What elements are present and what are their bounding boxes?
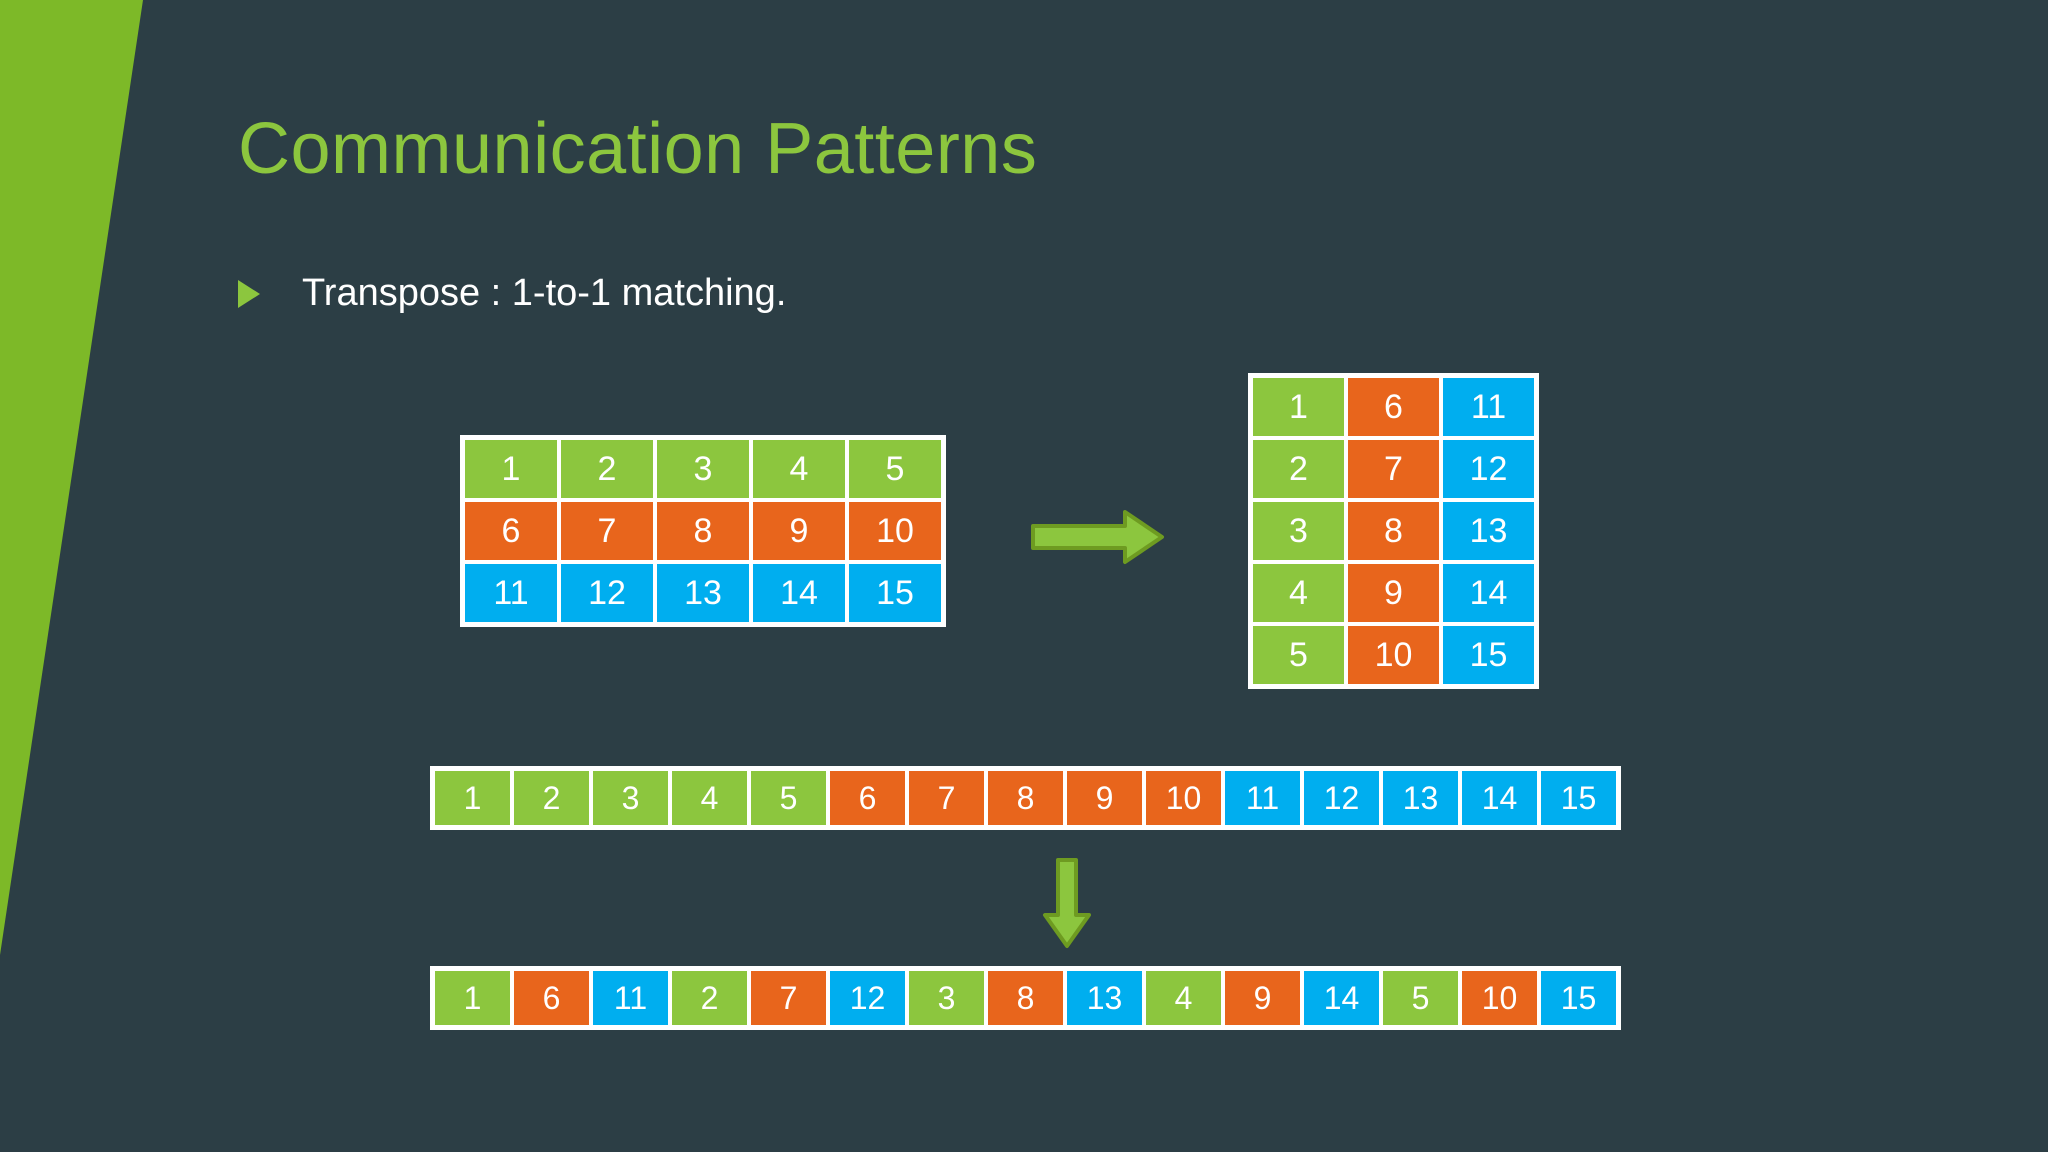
matrix-cell: 6 bbox=[1346, 376, 1441, 438]
strip-cell: 13 bbox=[1381, 769, 1460, 827]
strip-cell: 9 bbox=[1065, 769, 1144, 827]
matrix-cell: 10 bbox=[847, 500, 943, 562]
strip-cell: 12 bbox=[1302, 769, 1381, 827]
strip-cell: 14 bbox=[1302, 969, 1381, 1027]
matrix-cell: 9 bbox=[1346, 562, 1441, 624]
matrix-cell: 15 bbox=[1441, 624, 1536, 686]
matrix-cell: 14 bbox=[1441, 562, 1536, 624]
matrix-cell: 11 bbox=[463, 562, 559, 624]
strip-cell: 15 bbox=[1539, 969, 1618, 1027]
strip-cell: 12 bbox=[828, 969, 907, 1027]
strip-cell: 2 bbox=[512, 769, 591, 827]
matrix-cell: 8 bbox=[1346, 500, 1441, 562]
bullet-row: Transpose : 1-to-1 matching. bbox=[238, 272, 786, 315]
strip-cell: 3 bbox=[907, 969, 986, 1027]
strip-cell: 6 bbox=[512, 969, 591, 1027]
strip-cell: 10 bbox=[1144, 769, 1223, 827]
strip-cell: 7 bbox=[907, 769, 986, 827]
strip-cell: 15 bbox=[1539, 769, 1618, 827]
matrix-cell: 6 bbox=[463, 500, 559, 562]
strip-cell: 8 bbox=[986, 769, 1065, 827]
matrix-cell: 5 bbox=[1251, 624, 1346, 686]
strip-cell: 5 bbox=[749, 769, 828, 827]
strip-cell: 6 bbox=[828, 769, 907, 827]
matrix-cell: 4 bbox=[751, 438, 847, 500]
matrix-cell: 12 bbox=[1441, 438, 1536, 500]
strip-cell: 10 bbox=[1460, 969, 1539, 1027]
matrix-cell: 2 bbox=[1251, 438, 1346, 500]
strip-cell: 4 bbox=[1144, 969, 1223, 1027]
strip-cell: 13 bbox=[1065, 969, 1144, 1027]
matrix-cell: 10 bbox=[1346, 624, 1441, 686]
matrix-cell: 7 bbox=[1346, 438, 1441, 500]
matrix-cell: 3 bbox=[1251, 500, 1346, 562]
strip-cell: 9 bbox=[1223, 969, 1302, 1027]
matrix-cell: 7 bbox=[559, 500, 655, 562]
matrix-cell: 13 bbox=[1441, 500, 1536, 562]
matrix-cell: 13 bbox=[655, 562, 751, 624]
arrow-right-icon bbox=[1031, 510, 1164, 564]
matrix-cell: 2 bbox=[559, 438, 655, 500]
bullet-text: Transpose : 1-to-1 matching. bbox=[302, 272, 787, 314]
strip-cell: 4 bbox=[670, 769, 749, 827]
strip-cell: 3 bbox=[591, 769, 670, 827]
triangle-bullet-icon bbox=[238, 279, 260, 308]
matrix-cell: 12 bbox=[559, 562, 655, 624]
strip-cell: 8 bbox=[986, 969, 1065, 1027]
arrow-down-icon bbox=[1043, 858, 1091, 948]
strip-cell: 11 bbox=[591, 969, 670, 1027]
matrix-cell: 8 bbox=[655, 500, 751, 562]
matrix-cell: 1 bbox=[463, 438, 559, 500]
matrix-cell: 4 bbox=[1251, 562, 1346, 624]
strip-cell: 5 bbox=[1381, 969, 1460, 1027]
corner-wedge-decoration bbox=[0, 0, 143, 955]
strip-cell: 14 bbox=[1460, 769, 1539, 827]
strip-cell: 2 bbox=[670, 969, 749, 1027]
matrix-cell: 15 bbox=[847, 562, 943, 624]
matrix-cell: 3 bbox=[655, 438, 751, 500]
matrix-cell: 11 bbox=[1441, 376, 1536, 438]
matrix-cell: 1 bbox=[1251, 376, 1346, 438]
matrix-cell: 9 bbox=[751, 500, 847, 562]
strip-cell: 1 bbox=[433, 769, 512, 827]
strip-cell: 11 bbox=[1223, 769, 1302, 827]
matrix-cell: 5 bbox=[847, 438, 943, 500]
strip-cell: 1 bbox=[433, 969, 512, 1027]
strip-cell: 7 bbox=[749, 969, 828, 1027]
matrix-cell: 14 bbox=[751, 562, 847, 624]
page-title: Communication Patterns bbox=[238, 109, 1038, 189]
